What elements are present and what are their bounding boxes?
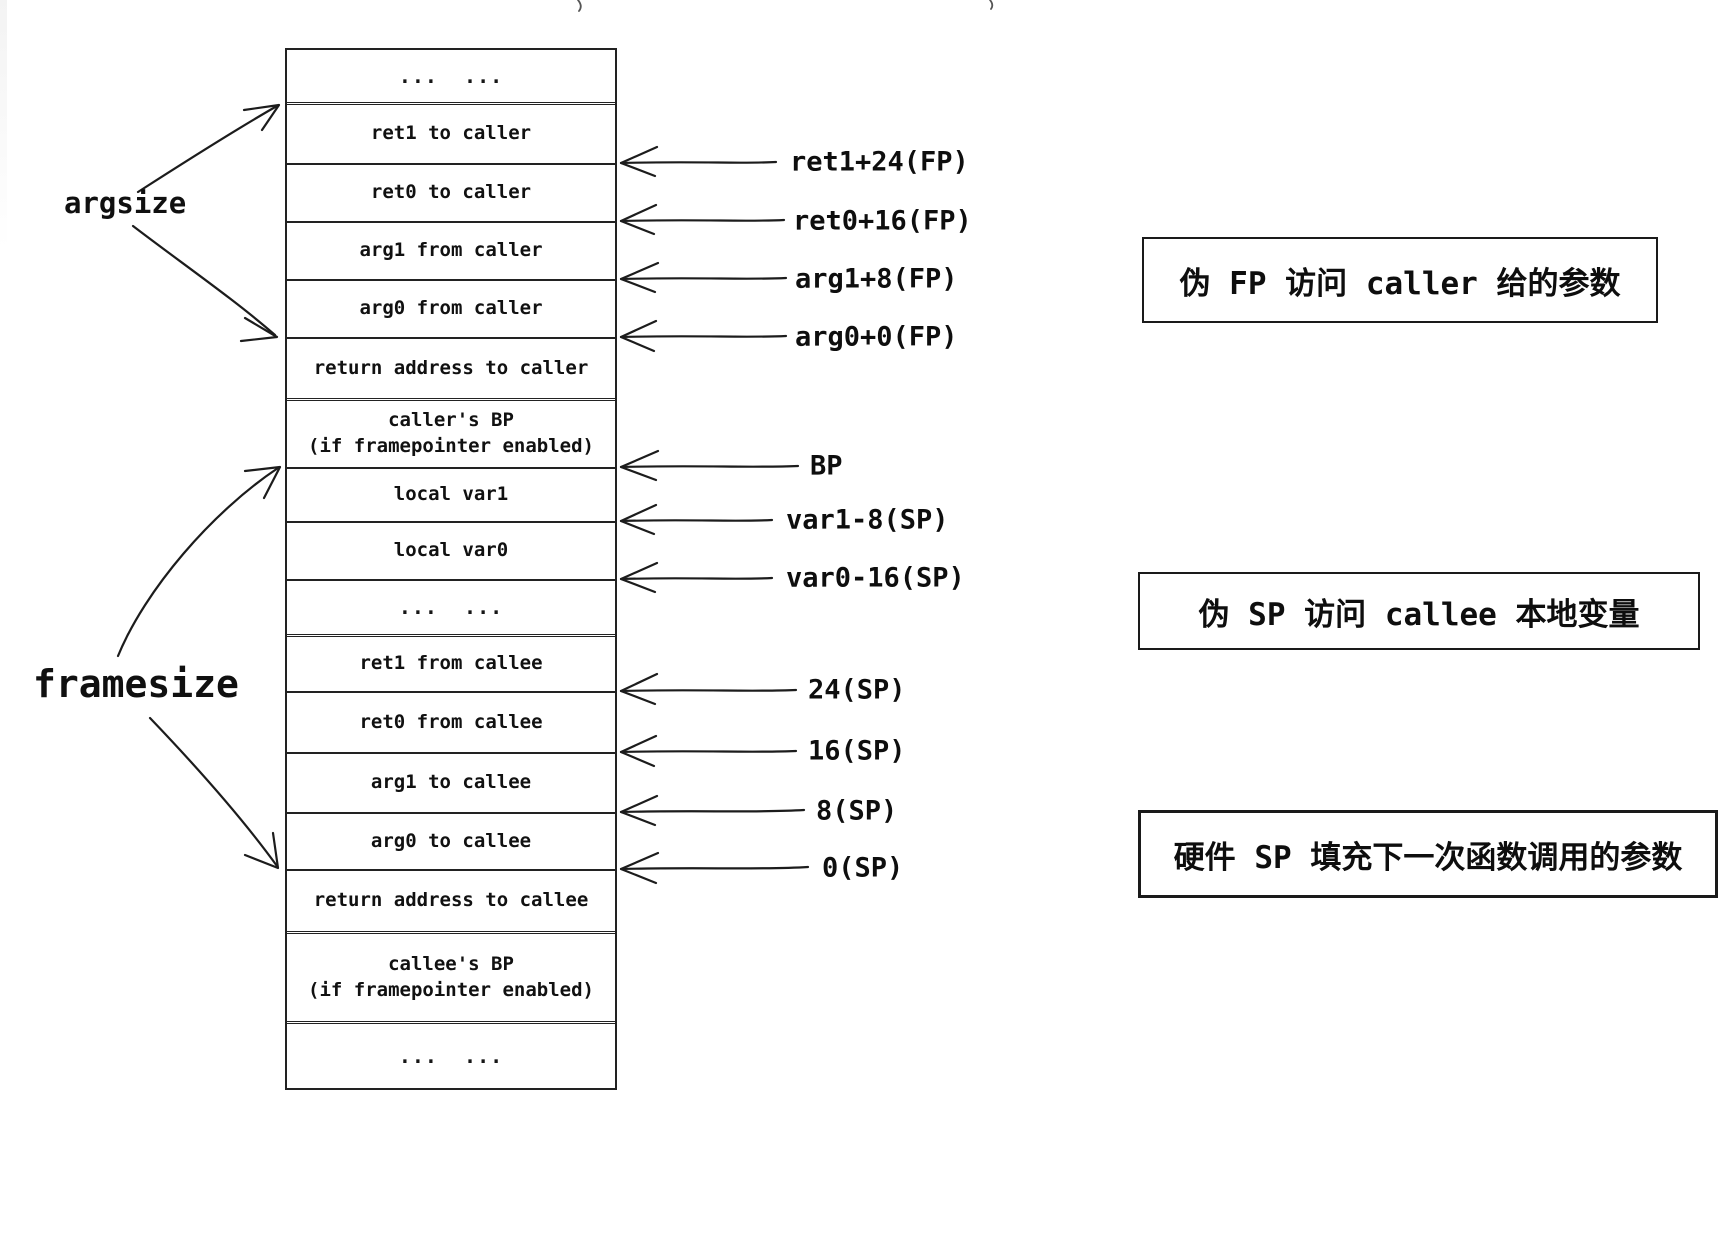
pointer-arrow-arg0-fp	[619, 319, 788, 353]
pointer-arrow-var0-sp	[619, 561, 774, 594]
stack-row-label: ... ...	[398, 1043, 504, 1068]
pointer-label-var0-sp: var0-16(SP)	[786, 562, 965, 594]
stack-row-arg0-to-callee: arg0 to callee	[287, 814, 615, 871]
stack-row-ret0-from-callee: ret0 from callee	[287, 693, 615, 754]
pointer-arrow-0-sp	[619, 851, 810, 885]
pointer-label-var1-sp: var1-8(SP)	[786, 504, 949, 536]
pointer-arrow-arg1-fp	[619, 261, 788, 294]
pointer-arrow-24-sp	[619, 672, 798, 706]
stack-row-dots-bottom: ... ...	[287, 1024, 615, 1088]
pointer-label-arg1-fp: arg1+8(FP)	[795, 263, 958, 295]
stack-row-local-var1: local var1	[287, 469, 615, 523]
stack-row-label: local var0	[393, 539, 509, 562]
stack-row-label: ret0 from callee	[359, 710, 543, 733]
stack-row-callees-bp: callee's BP (if framepointer enabled)	[287, 934, 615, 1024]
pointer-label-0-sp: 0(SP)	[822, 852, 904, 884]
argsize-arrow-upper	[136, 103, 281, 194]
pointer-label-24-sp: 24(SP)	[808, 674, 906, 706]
note-hardware-sp-next-call-args: 硬件 SP 填充下一次函数调用的参数	[1138, 810, 1718, 898]
pointer-arrow-ret0-fp	[619, 203, 786, 236]
stack-row-label: ret1 from callee	[359, 652, 543, 675]
stack-row-label: local var1	[393, 483, 509, 506]
framesize-arrow-lower	[148, 716, 280, 870]
stack-row-sublabel: (if framepointer enabled)	[308, 435, 594, 457]
stack-row-return-address-to-caller: return address to caller	[287, 339, 615, 401]
note-sp-callee-locals: 伪 SP 访问 callee 本地变量	[1138, 572, 1700, 650]
stack-row-label: arg0 to callee	[370, 829, 532, 852]
stack-row-label: ret1 to caller	[370, 122, 532, 145]
stack-row-label: arg0 from caller	[359, 297, 543, 320]
stack-row-label: return address to callee	[313, 889, 589, 912]
framesize-label: framesize	[33, 662, 239, 706]
pointer-arrow-ret1-fp	[619, 145, 778, 178]
stack-row-arg1-to-callee: arg1 to callee	[287, 754, 615, 814]
stack-row-ret1-from-callee: ret1 from callee	[287, 637, 615, 693]
pointer-label-arg0-fp: arg0+0(FP)	[795, 321, 958, 353]
left-edge-artifact	[0, 0, 7, 250]
stack-row-label: ... ...	[398, 63, 504, 88]
stack-row-arg1-from-caller: arg1 from caller	[287, 223, 615, 281]
stack-row-label: caller's BP	[388, 409, 514, 432]
pointer-label-ret0-fp: ret0+16(FP)	[793, 205, 972, 237]
stack-row-arg0-from-caller: arg0 from caller	[287, 281, 615, 339]
argsize-label: argsize	[64, 186, 187, 220]
pointer-arrow-var1-sp	[619, 503, 774, 536]
note-fp-caller-args: 伪 FP 访问 caller 给的参数	[1142, 237, 1658, 323]
pointer-label-8-sp: 8(SP)	[816, 795, 898, 827]
pointer-arrow-bp	[619, 449, 800, 482]
stack-row-dots-top: ... ...	[287, 50, 615, 105]
stack-row-label: return address to caller	[313, 356, 589, 379]
stack-row-ret1-to-caller: ret1 to caller	[287, 105, 615, 165]
pointer-label-16-sp: 16(SP)	[808, 735, 906, 767]
stack-row-label: ... ...	[398, 595, 504, 619]
stack-box: ... ... ret1 to caller ret0 to caller ar…	[285, 48, 617, 1090]
stack-row-label: callee's BP	[388, 952, 514, 975]
framesize-arrow-upper	[116, 465, 282, 658]
stack-row-dots-middle: ... ...	[287, 581, 615, 637]
pointer-arrow-8-sp	[619, 794, 806, 827]
stack-row-label: arg1 from caller	[359, 239, 543, 262]
stack-row-return-address-to-callee: return address to callee	[287, 871, 615, 934]
stack-row-label: arg1 to callee	[370, 771, 532, 794]
stack-row-sublabel: (if framepointer enabled)	[308, 978, 594, 1001]
pointer-arrow-16-sp	[619, 734, 798, 768]
argsize-arrow-lower	[131, 224, 279, 343]
cropped-text-fragment	[577, 0, 582, 12]
stack-row-ret0-to-caller: ret0 to caller	[287, 165, 615, 223]
stack-row-local-var0: local var0	[287, 523, 615, 581]
cropped-text-fragment	[989, 0, 994, 10]
pointer-label-bp: BP	[810, 450, 843, 482]
pointer-label-ret1-fp: ret1+24(FP)	[790, 146, 969, 178]
stack-row-label: ret0 to caller	[370, 181, 532, 204]
stack-row-callers-bp: caller's BP (if framepointer enabled)	[287, 401, 615, 469]
